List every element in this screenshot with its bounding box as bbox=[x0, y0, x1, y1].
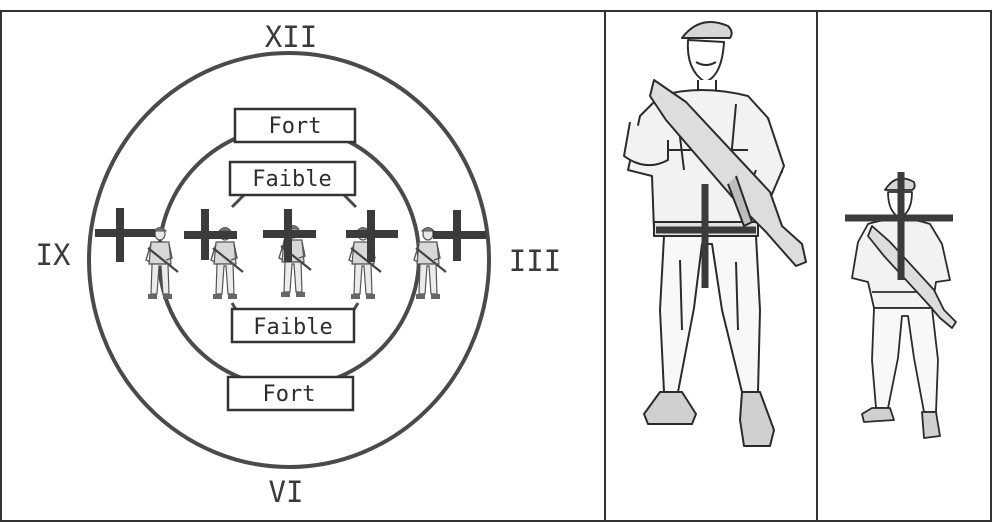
svg-text:Fort: Fort bbox=[269, 114, 322, 139]
crosshair-icon bbox=[95, 208, 155, 262]
svg-text:Fort: Fort bbox=[263, 382, 316, 407]
box-bottom-outer: Fort bbox=[226, 375, 355, 412]
soldier-figure-icon bbox=[144, 226, 180, 301]
crosshair-icon bbox=[845, 172, 953, 280]
crosshair-icon bbox=[656, 184, 756, 288]
label-six: VI bbox=[269, 475, 304, 509]
crosshair-icon bbox=[263, 209, 316, 262]
svg-text:Faible: Faible bbox=[252, 167, 331, 192]
box-bottom-inner: Faible bbox=[230, 302, 360, 344]
outer-ring bbox=[87, 51, 491, 469]
box-top-inner: Faible bbox=[228, 160, 358, 209]
label-three: III bbox=[509, 244, 561, 278]
right-panel-border bbox=[816, 10, 992, 522]
crosshair-icon bbox=[184, 209, 237, 260]
label-twelve: XII bbox=[265, 20, 317, 54]
crosshair-icon bbox=[346, 210, 398, 262]
crosshair-icon bbox=[433, 210, 486, 261]
soldier-figure-icon bbox=[347, 226, 383, 301]
box-top-outer: Fort bbox=[233, 107, 357, 144]
svg-text:Faible: Faible bbox=[253, 315, 332, 340]
label-nine: IX bbox=[36, 238, 71, 272]
large-soldier-figure bbox=[623, 21, 807, 447]
